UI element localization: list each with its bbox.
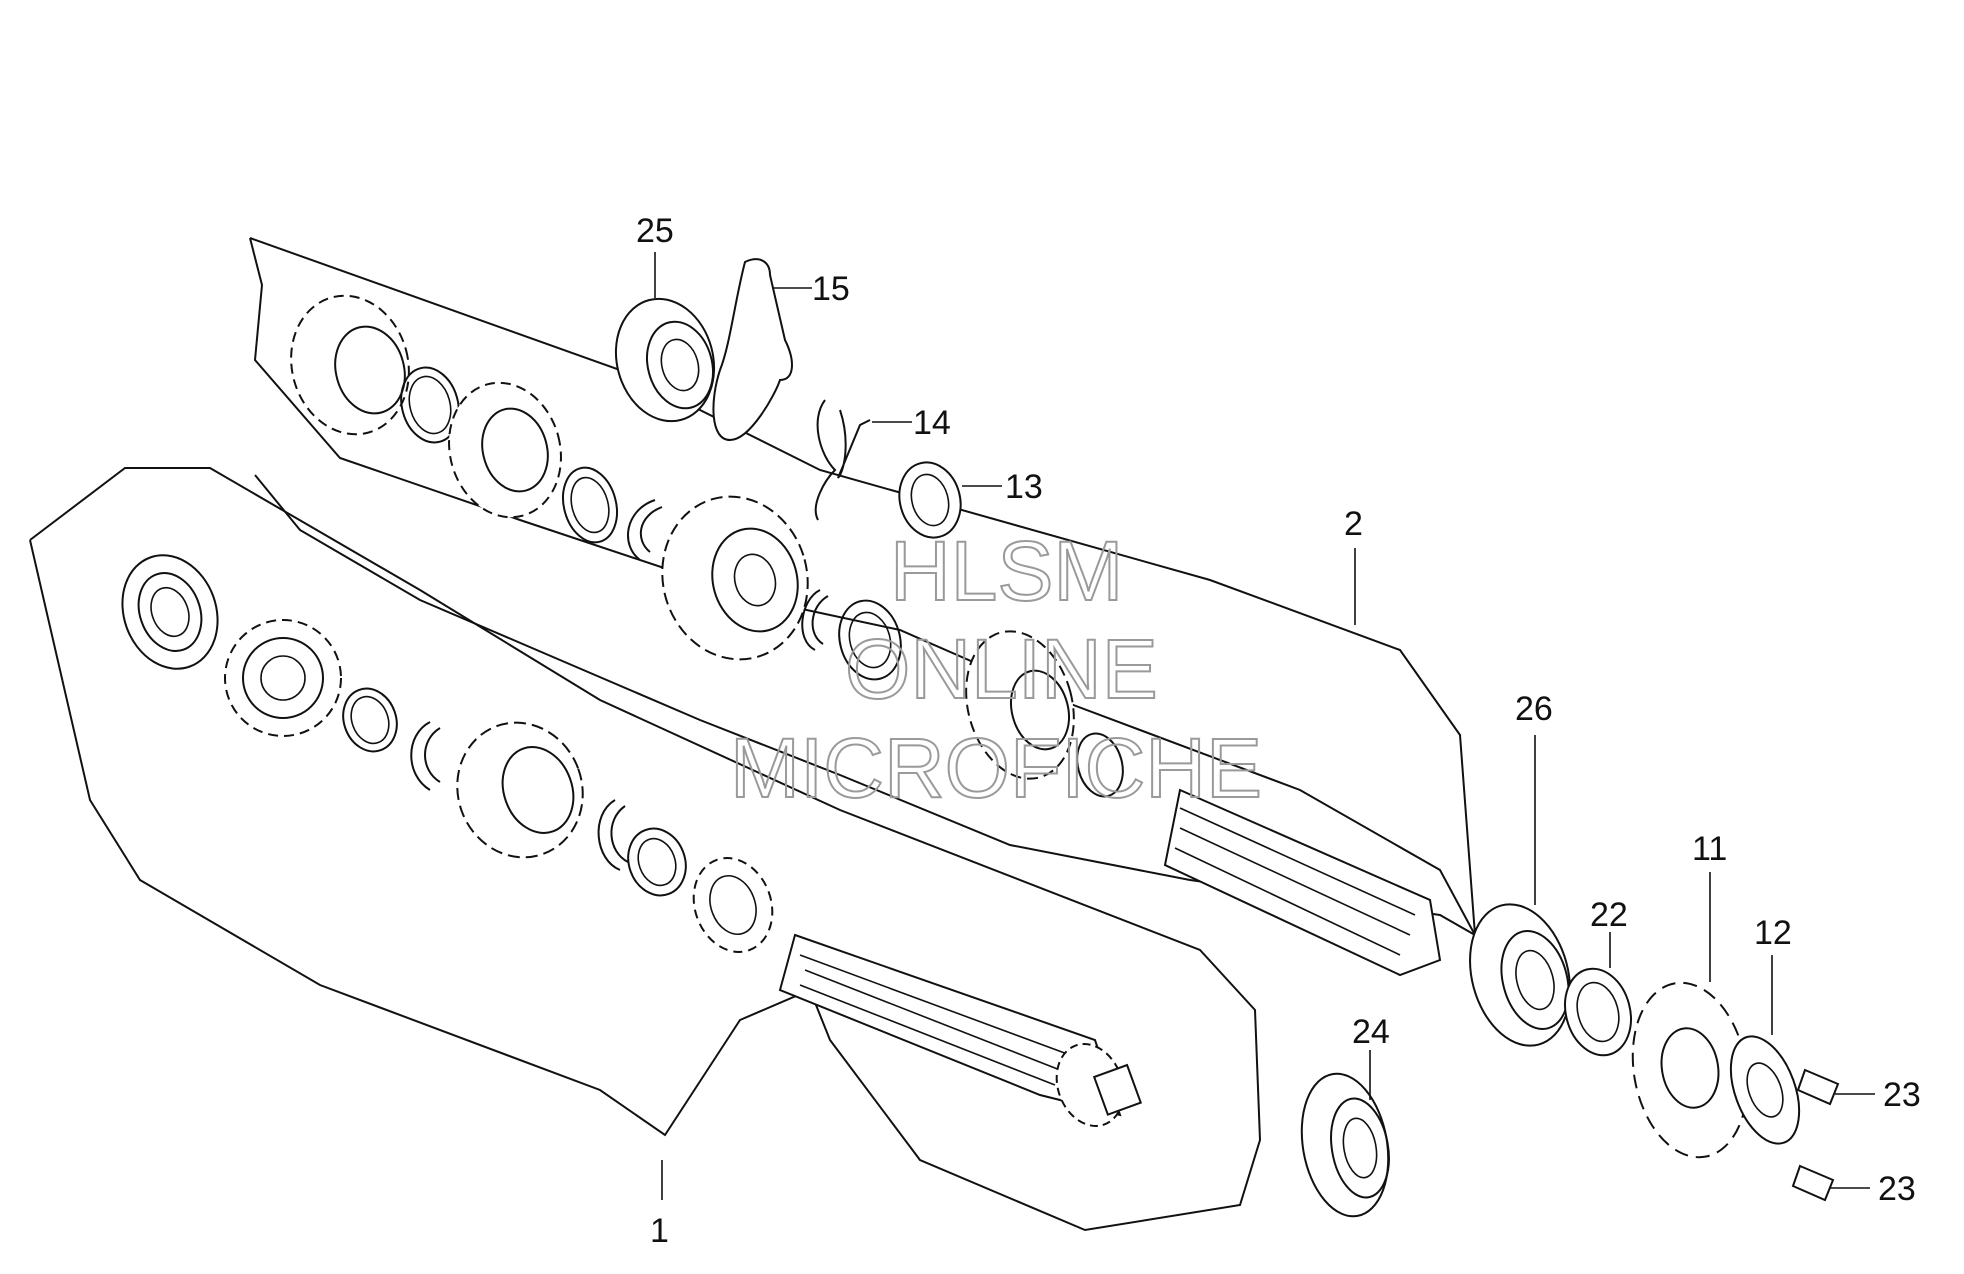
washer-countershaft-3 <box>838 599 902 681</box>
callout-23-lower: 23 <box>1878 1170 1916 1208</box>
callout-1: 1 <box>650 1212 669 1250</box>
plate-12 <box>1729 1035 1801 1145</box>
callout-2: 2 <box>1344 505 1363 543</box>
gear-countershaft-3 <box>661 495 809 661</box>
washer-mainshaft-1 <box>342 687 398 753</box>
bolt-23-lower <box>1791 1164 1835 1202</box>
washer-countershaft-4 <box>1076 732 1124 798</box>
callout-15: 15 <box>812 270 850 308</box>
mainshaft <box>778 933 1143 1127</box>
countershaft <box>1163 788 1442 977</box>
gear-mainshaft-3 <box>692 857 774 953</box>
pin-14 <box>814 399 871 521</box>
group-outline-2-top <box>249 237 1476 936</box>
seal-22 <box>1564 967 1632 1057</box>
bearing-25 <box>614 297 716 423</box>
bolt-23-upper <box>1796 1068 1840 1106</box>
callout-11: 11 <box>1692 830 1727 868</box>
collar-13 <box>898 461 962 539</box>
sprocket-11 <box>1631 981 1749 1159</box>
bearing-mainshaft-left <box>121 554 219 670</box>
callout-26: 26 <box>1515 690 1553 728</box>
gear-mainshaft-1 <box>224 619 342 737</box>
circlip-countershaft-2 <box>801 589 829 651</box>
callout-13: 13 <box>1005 468 1043 506</box>
plate-15 <box>712 258 793 442</box>
watermark-line1: HLSM <box>890 524 1123 618</box>
washer-countershaft-1 <box>400 366 460 444</box>
watermark-line3: MICROFICHE <box>730 721 1262 815</box>
callout-25: 25 <box>636 212 674 250</box>
callout-22: 22 <box>1590 896 1628 934</box>
washer-countershaft-2 <box>562 466 618 544</box>
circlip-mainshaft-1 <box>410 721 441 791</box>
gear-countershaft-4 <box>965 630 1075 780</box>
circlip-countershaft-1 <box>627 499 663 561</box>
gear-countershaft-2 <box>448 381 562 519</box>
callout-14: 14 <box>913 404 951 442</box>
callout-23-upper: 23 <box>1883 1076 1921 1114</box>
circlip-mainshaft-2 <box>597 799 629 871</box>
group-outline-2 <box>249 237 1478 938</box>
gear-countershaft-1 <box>290 294 410 436</box>
watermark-line2: ONLINE <box>845 622 1158 716</box>
gear-mainshaft-2 <box>456 721 584 859</box>
bearing-24 <box>1300 1072 1390 1218</box>
callout-24: 24 <box>1352 1013 1390 1051</box>
callout-12: 12 <box>1754 914 1792 952</box>
group-outline-1 <box>29 467 1262 1232</box>
washer-mainshaft-2 <box>627 827 687 897</box>
bearing-26 <box>1469 903 1571 1047</box>
